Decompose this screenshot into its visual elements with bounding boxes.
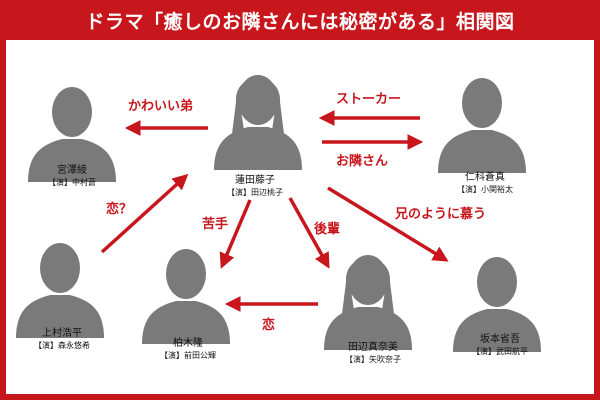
arrow-kotoko-to-tanabe [288,197,330,269]
arrow-kotoko-to-kashiwagi [219,199,252,269]
character-kotoko: 蓮田藤子 【演】田辺桃子 [205,175,305,199]
relation-label-kouhai: 後輩 [314,222,341,237]
character-name: 宮澤綾 [57,165,87,176]
relation-label-koi: 恋 [262,318,276,333]
diagram-title: ドラマ「癒しのお隣さんには秘密がある」相関図 [0,0,600,40]
character-actor: 【演】森永悠希 [34,341,90,350]
character-name: 仁科蒼真 [465,172,505,183]
relation-label-nigate: 苦手 [202,217,229,232]
character-sakamoto: 坂本省吾 【演】武田航平 [445,334,555,358]
character-name: 田辺真奈美 [348,342,398,353]
silhouette-nishina [438,78,526,173]
character-tanabe: 田辺真奈美 【演】矢吹奈子 [318,342,428,366]
character-actor: 【演】矢吹奈子 [345,355,401,364]
relation-label-stalker: ストーカー [336,92,402,107]
arrow-uemura-to-kotoko [100,173,189,254]
relation-label-koi-question: 恋？ [106,202,133,217]
silhouette-tanabe [324,255,412,350]
silhouette-miyazawa [28,87,116,182]
character-name: 柏木隆 [173,338,203,349]
silhouette-sakamoto [453,257,541,352]
character-miyazawa: 宮澤綾 【演】中村蒼 [22,165,122,189]
arrow-kotoko-to-sakamoto [327,186,449,262]
character-name: 蓮田藤子 [235,175,275,186]
character-kashiwagi: 柏木隆 【演】前田公輝 [138,338,238,362]
relation-label-otonari: お隣さん [336,154,389,169]
character-actor: 【演】小関裕太 [457,185,513,194]
character-nishina: 仁科蒼真 【演】小関裕太 [430,172,540,196]
relation-label-ani: 兄のように慕う [395,207,487,222]
silhouette-kashiwagi [142,249,230,344]
character-actor: 【演】武田航平 [472,347,528,356]
character-name: 上村浩平 [42,328,82,339]
silhouette-kotoko [214,75,302,170]
character-name: 坂本省吾 [480,334,520,345]
character-actor: 【演】田辺桃子 [227,188,283,197]
character-actor: 【演】中村蒼 [48,178,96,187]
character-actor: 【演】前田公輝 [160,351,216,360]
silhouette-uemura [16,243,104,338]
character-uemura: 上村浩平 【演】森永悠希 [12,328,112,352]
relation-label-kawaii-otouto: かわいい弟 [128,99,194,114]
